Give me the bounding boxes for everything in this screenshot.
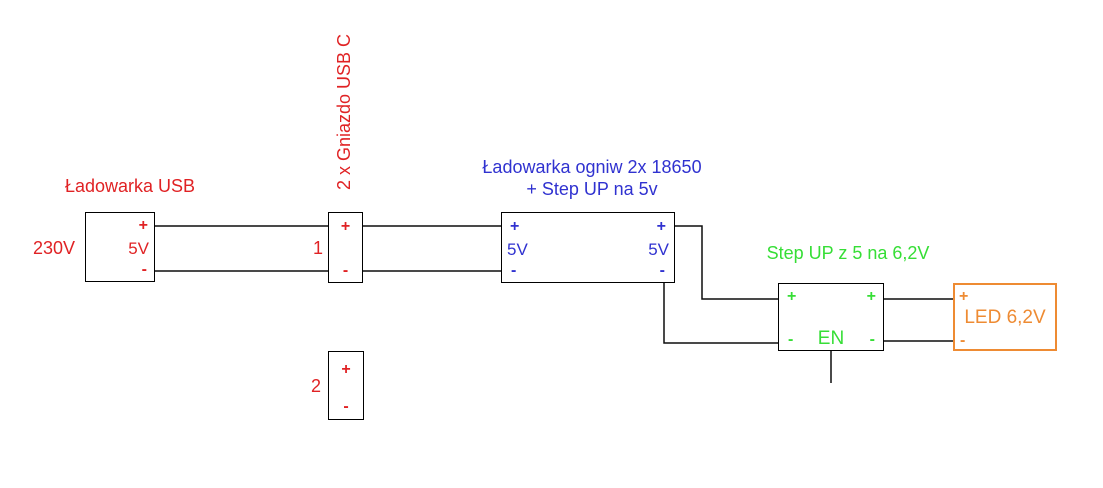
cell-charger-title: Ładowarka ogniw 2x 18650 + Step UP na 5v [462,156,722,200]
cell-charger-title-line1: Ładowarka ogniw 2x 18650 [482,157,702,177]
usb-sockets-title: 2 x Gniazdo USB C [334,33,354,191]
usb-socket-2-box: + - [328,351,364,420]
plus-terminal: + [341,361,351,378]
output-voltage-label: 5V [648,240,669,259]
minus-terminal: - [960,332,966,349]
plus-terminal-out: + [656,218,666,235]
minus-terminal-out: - [869,331,875,348]
plus-terminal-in: + [787,288,797,305]
socket-2-number: 2 [310,376,321,396]
socket-1-number: 1 [312,238,323,258]
plus-terminal-out: + [866,288,876,305]
plus-terminal-in: + [510,218,520,235]
minus-terminal-out: - [659,262,665,279]
step-up-title: Step UP z 5 na 6,2V [766,243,930,263]
minus-terminal: - [343,398,349,415]
led-label: LED 6,2V [964,307,1046,328]
cell-charger-title-line2: + Step UP na 5v [526,179,658,199]
minus-terminal: - [342,262,349,279]
mains-voltage-label: 230V [32,238,76,258]
plus-terminal: + [340,218,351,235]
led-box: + LED 6,2V - [953,283,1057,351]
output-voltage-label: 5V [128,239,149,258]
wire-stepup-plus [674,225,779,300]
wire-stepup-minus [663,282,779,344]
usb-charger-title: Ładowarka USB [64,176,196,196]
minus-terminal-in: - [511,262,517,279]
usb-socket-1-box: + - [328,212,363,283]
minus-terminal-in: - [788,331,794,348]
cell-charger-box: + 5V - + 5V - [501,212,675,283]
usb-charger-box: + 5V - [85,212,155,282]
input-voltage-label: 5V [507,240,528,259]
step-up-box: + + - EN - [778,283,884,351]
plus-terminal: + [138,217,148,234]
plus-terminal: + [959,288,969,305]
minus-terminal: - [141,261,147,278]
enable-pin-label: EN [817,328,845,349]
